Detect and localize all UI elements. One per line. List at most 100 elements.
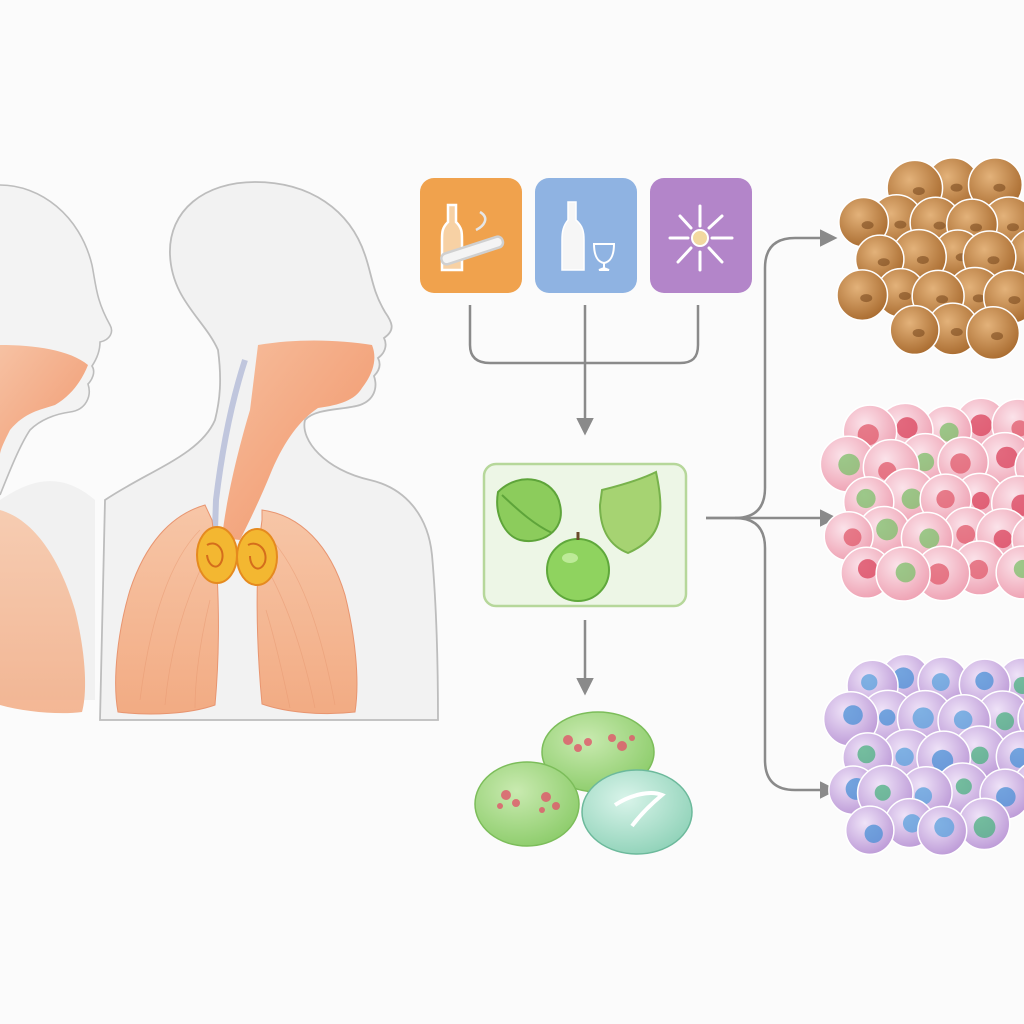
cell-nucleus <box>912 707 934 729</box>
leaf-icon <box>496 478 562 543</box>
cell-nucleus <box>995 712 1015 731</box>
green-disc-left <box>474 761 580 847</box>
cell-spot <box>936 295 949 304</box>
cell-spot <box>898 291 911 300</box>
cell-spot <box>987 256 1000 265</box>
cell-nucleus <box>1013 559 1024 579</box>
cell-spot <box>970 223 983 232</box>
radiation-risk-card <box>650 178 752 293</box>
cell-nucleus <box>895 747 914 767</box>
left-lung <box>115 504 219 715</box>
cell-nucleus <box>901 488 923 510</box>
cell-nucleus <box>857 745 876 764</box>
cell-nucleus <box>975 671 994 691</box>
cell-nucleus <box>931 749 954 772</box>
cell-nucleus <box>971 746 989 765</box>
head-profile-partial <box>0 184 113 714</box>
cell-nucleus <box>996 446 1018 469</box>
alcohol-risk-card <box>535 178 637 293</box>
cell-nucleus <box>876 518 898 541</box>
cell-nucleus <box>1011 494 1024 516</box>
cell-disc-group <box>474 711 693 855</box>
cell-nucleus <box>896 417 918 439</box>
cell-nucleus <box>968 559 989 580</box>
cell-spot <box>894 220 907 229</box>
cell-nucleus <box>879 709 896 726</box>
brown-cell-cluster <box>836 157 1024 361</box>
cell-nucleus <box>902 814 922 833</box>
starburst-icon <box>668 204 734 272</box>
cell-nucleus <box>1013 676 1024 695</box>
throat-muscle-partial <box>0 345 88 455</box>
cell-nucleus <box>838 453 860 476</box>
lung-texture <box>139 529 336 709</box>
cell-spot <box>991 332 1004 341</box>
cell <box>995 545 1024 600</box>
cell-spot <box>860 294 873 303</box>
cell-spot <box>972 294 985 303</box>
throat-muscle-full <box>222 340 375 540</box>
bottle-cigarette-icon <box>440 203 505 272</box>
cell <box>965 305 1021 361</box>
cell-nucleus <box>939 422 959 442</box>
apple-icon <box>546 532 610 602</box>
cell-nucleus <box>934 817 955 838</box>
cell <box>836 269 889 322</box>
cell-spot <box>1008 296 1021 305</box>
pink-cell-cluster <box>819 397 1024 602</box>
risk-connector <box>468 305 700 436</box>
cell-nucleus <box>936 489 955 509</box>
cell-nucleus <box>864 824 883 843</box>
cell <box>889 304 940 356</box>
cell-nucleus <box>915 452 935 472</box>
bottle-glass-icon <box>561 201 616 271</box>
cell <box>1017 700 1024 736</box>
cell-nucleus <box>973 816 996 839</box>
lung-partial <box>0 510 86 714</box>
disc-markings <box>497 734 635 813</box>
cell-nucleus <box>856 488 876 509</box>
head-profile-full <box>99 181 439 721</box>
protective-factors-box <box>482 462 688 608</box>
cell-nucleus <box>927 563 950 585</box>
cell-nucleus <box>1009 747 1024 768</box>
cell-nucleus <box>953 710 973 730</box>
cell-spot <box>1006 223 1019 232</box>
cell-nucleus <box>874 784 891 801</box>
cell-nucleus <box>1011 420 1024 437</box>
cell-nucleus <box>970 414 992 437</box>
cell-nucleus <box>843 528 862 547</box>
teal-disc <box>581 769 693 855</box>
lymph-node-pair <box>196 526 278 586</box>
cell-spot <box>877 258 890 267</box>
cell-nucleus <box>955 778 972 795</box>
cell-nucleus <box>919 528 940 549</box>
trachea <box>211 359 248 561</box>
cell-spot <box>861 221 874 230</box>
cell-spot <box>933 221 946 230</box>
cell-nucleus <box>843 705 863 725</box>
cell-nucleus <box>857 559 878 579</box>
cell-nucleus <box>993 529 1012 549</box>
disc-ribbon <box>613 791 666 828</box>
cell-nucleus <box>950 453 971 474</box>
shield-icon <box>598 470 662 555</box>
cell-spot <box>912 329 925 338</box>
cell-nucleus <box>971 491 990 510</box>
right-lung <box>256 509 358 715</box>
cell-nucleus <box>895 562 916 583</box>
cell-spot <box>950 183 963 192</box>
cell-spot <box>916 255 929 264</box>
cell-nucleus <box>861 674 878 691</box>
cell-nucleus <box>931 673 950 691</box>
cell-spot <box>950 328 963 337</box>
cell-nucleus <box>996 787 1016 807</box>
cell-spot <box>912 187 925 196</box>
cell-nucleus <box>956 525 976 544</box>
purple-cell-cluster <box>822 653 1024 856</box>
cell-spot <box>993 183 1006 192</box>
tobacco-risk-card <box>420 178 522 293</box>
branch-arrows <box>706 229 838 799</box>
